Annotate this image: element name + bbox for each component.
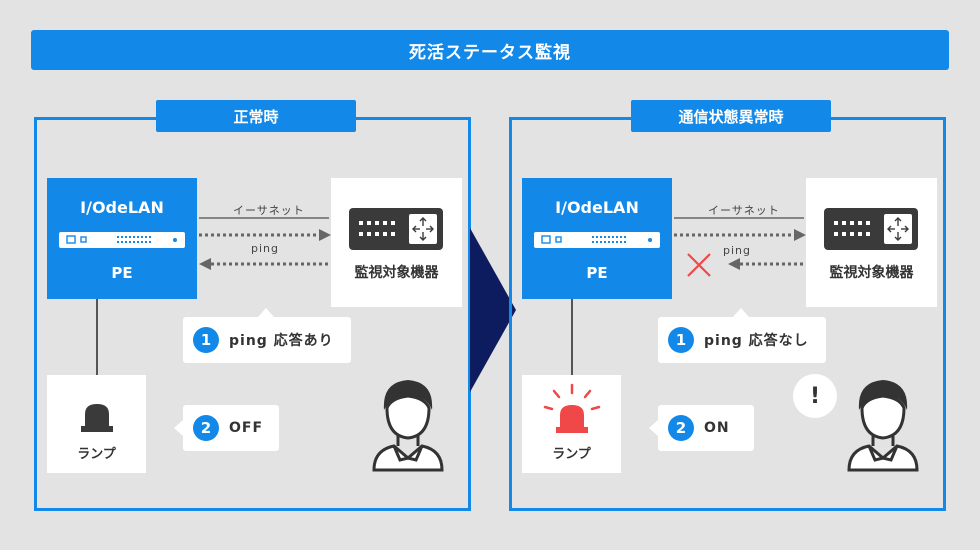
lamp-connector xyxy=(571,299,573,375)
monitored-device-label: 監視対象機器 xyxy=(354,265,439,281)
callout-tail xyxy=(174,420,183,436)
normal-panel-label: 正常時 xyxy=(156,100,356,132)
operator-person-icon xyxy=(847,380,919,472)
ping-label: ping xyxy=(251,242,279,255)
step2-callout: 2 OFF xyxy=(183,405,279,451)
lamp-on-icon xyxy=(543,383,601,433)
diagram-title: 死活ステータス監視 xyxy=(31,30,949,70)
operator-person-icon xyxy=(372,380,444,472)
network-device-icon xyxy=(824,208,918,250)
step2-text: OFF xyxy=(229,420,264,436)
abnormal-panel-label: 通信状態異常時 xyxy=(631,100,831,132)
callout-tail xyxy=(258,308,274,317)
pe-hardware-icon xyxy=(534,232,660,248)
step2-text: ON xyxy=(704,420,730,436)
step1-text: ping 応答あり xyxy=(229,333,334,349)
transition-arrow xyxy=(470,228,516,392)
step2-number: 2 xyxy=(668,415,694,441)
monitored-device-box: 監視対象機器 xyxy=(806,178,937,307)
pe-device-sub: PE xyxy=(586,264,608,282)
pe-device-name: I/OdeLAN xyxy=(555,198,639,217)
step2-number: 2 xyxy=(193,415,219,441)
ethernet-label: イーサネット xyxy=(233,204,305,217)
step2-callout: 2 ON xyxy=(658,405,754,451)
lamp-label: ランプ xyxy=(77,447,116,462)
lamp-off-icon xyxy=(81,404,113,432)
network-device-icon xyxy=(349,208,443,250)
step1-callout: 1 ping 応答あり xyxy=(183,317,351,363)
pe-hardware-icon xyxy=(59,232,185,248)
lamp-label: ランプ xyxy=(552,447,591,462)
ethernet-label: イーサネット xyxy=(708,204,780,217)
monitored-device-label: 監視対象機器 xyxy=(829,265,914,281)
pe-device-name: I/OdeLAN xyxy=(80,198,164,217)
callout-tail xyxy=(733,308,749,317)
pe-device-sub: PE xyxy=(111,264,133,282)
failure-x-icon xyxy=(687,253,711,277)
step1-number: 1 xyxy=(193,327,219,353)
connection-arrows xyxy=(674,217,806,277)
monitored-device-box: 監視対象機器 xyxy=(331,178,462,307)
lamp-connector xyxy=(96,299,98,375)
ping-label: ping xyxy=(723,244,751,257)
connection-arrows xyxy=(199,217,331,270)
pe-device-box: I/OdeLAN PE xyxy=(522,178,672,299)
alert-bubble: ! xyxy=(793,374,837,418)
callout-tail xyxy=(649,420,658,436)
lamp-box: ランプ xyxy=(522,375,621,473)
lamp-box: ランプ xyxy=(47,375,146,473)
step1-callout: 1 ping 応答なし xyxy=(658,317,826,363)
step1-text: ping 応答なし xyxy=(704,333,809,349)
step1-number: 1 xyxy=(668,327,694,353)
pe-device-box: I/OdeLAN PE xyxy=(47,178,197,299)
